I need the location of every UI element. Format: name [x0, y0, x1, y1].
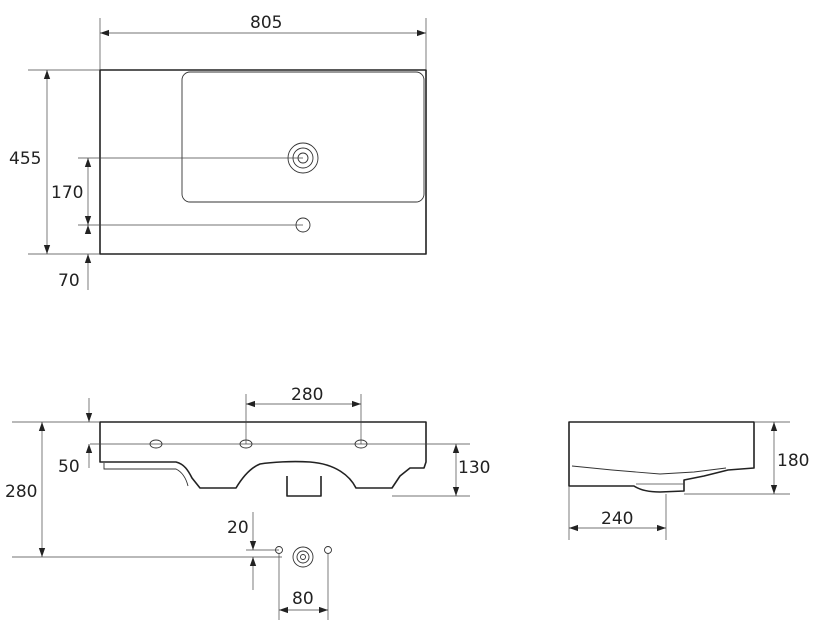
- dim-front-hole-height: 50: [58, 457, 80, 477]
- side-view: 180 240: [568, 421, 809, 540]
- dim-front-body-height: 130: [458, 458, 490, 478]
- front-view-inner-line: [103, 463, 189, 487]
- dim-top-edge-offset: 70: [58, 271, 80, 291]
- top-view: 805 455 170 70: [9, 13, 427, 291]
- front-view-outline: [99, 421, 427, 489]
- side-view-outline: [568, 421, 755, 493]
- drain-detail: [275, 546, 332, 568]
- top-view-bowl: [181, 71, 425, 203]
- dim-drain-spacing: 80: [292, 589, 314, 609]
- dim-side-height: 180: [777, 451, 809, 471]
- dim-front-total-height: 280: [5, 482, 37, 502]
- front-view-drain-neck: [286, 476, 322, 497]
- dim-side-depth: 240: [601, 509, 633, 529]
- side-view-inner-line: [571, 465, 727, 475]
- top-view-outline: [99, 69, 427, 255]
- dim-top-width: 805: [250, 13, 282, 33]
- dim-top-tap-offset: 170: [51, 183, 83, 203]
- dim-front-hole-spacing: 280: [291, 385, 323, 405]
- front-view: 280 50 130 280 20 80: [5, 385, 490, 620]
- dim-drain-offset: 20: [227, 518, 249, 538]
- dim-top-depth: 455: [9, 149, 41, 169]
